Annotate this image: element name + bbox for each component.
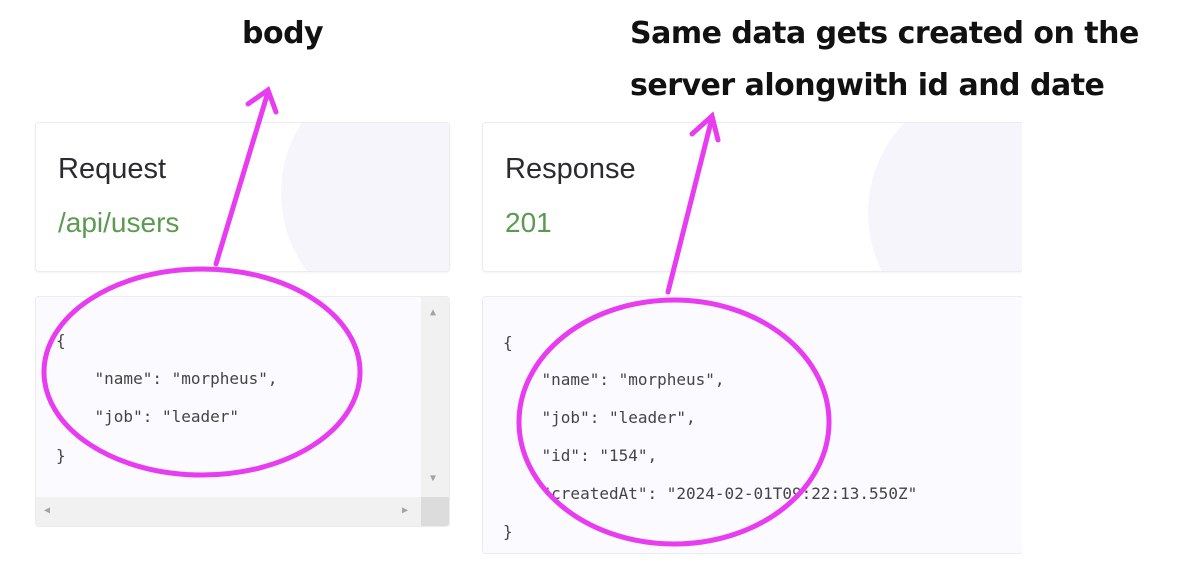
background-logo <box>868 123 1043 271</box>
code-line: "name": "morpheus", <box>503 370 725 389</box>
annotation-response-label-1: Same data gets created on the <box>630 16 1139 51</box>
request-card: Request /api/users <box>35 122 450 272</box>
scroll-down-icon[interactable]: ▼ <box>430 473 437 484</box>
code-line: } <box>503 522 513 541</box>
response-status: 201 <box>505 207 552 238</box>
response-card: Response 201 <box>482 122 1044 272</box>
scroll-left-icon[interactable]: ◀ <box>44 505 51 516</box>
code-line: "job": "leader" <box>56 407 240 426</box>
response-body: { "name": "morpheus", "job": "leader", "… <box>482 296 1044 554</box>
code-line: "createdAt": "2024-02-01T09:22:13.550Z" <box>503 484 918 503</box>
request-path: /api/users <box>58 207 180 238</box>
vertical-scrollbar[interactable]: ▲ ▼ <box>421 297 449 497</box>
scroll-right-icon[interactable]: ▶ <box>402 505 409 516</box>
annotation-body-label: body <box>242 16 324 51</box>
code-line: "id": "154", <box>503 446 658 465</box>
code-line: "job": "leader", <box>503 408 696 427</box>
background-logo <box>281 123 449 271</box>
response-title: Response <box>505 153 636 185</box>
request-body-editor[interactable]: { "name": "morpheus", "job": "leader" } … <box>35 296 450 527</box>
scroll-up-icon[interactable]: ▲ <box>430 307 437 318</box>
code-line: } <box>56 446 66 465</box>
annotation-response-label-2: server alongwith id and date <box>630 68 1105 103</box>
horizontal-scrollbar[interactable]: ◀ ▶ <box>36 497 421 526</box>
scrollbar-corner <box>421 497 449 526</box>
request-title: Request <box>58 153 167 185</box>
code-line: { <box>56 331 66 350</box>
right-crop-mask <box>1022 110 1182 578</box>
body-arrow-head <box>245 86 279 115</box>
code-line: { <box>503 333 513 352</box>
code-line: "name": "morpheus", <box>56 369 278 388</box>
